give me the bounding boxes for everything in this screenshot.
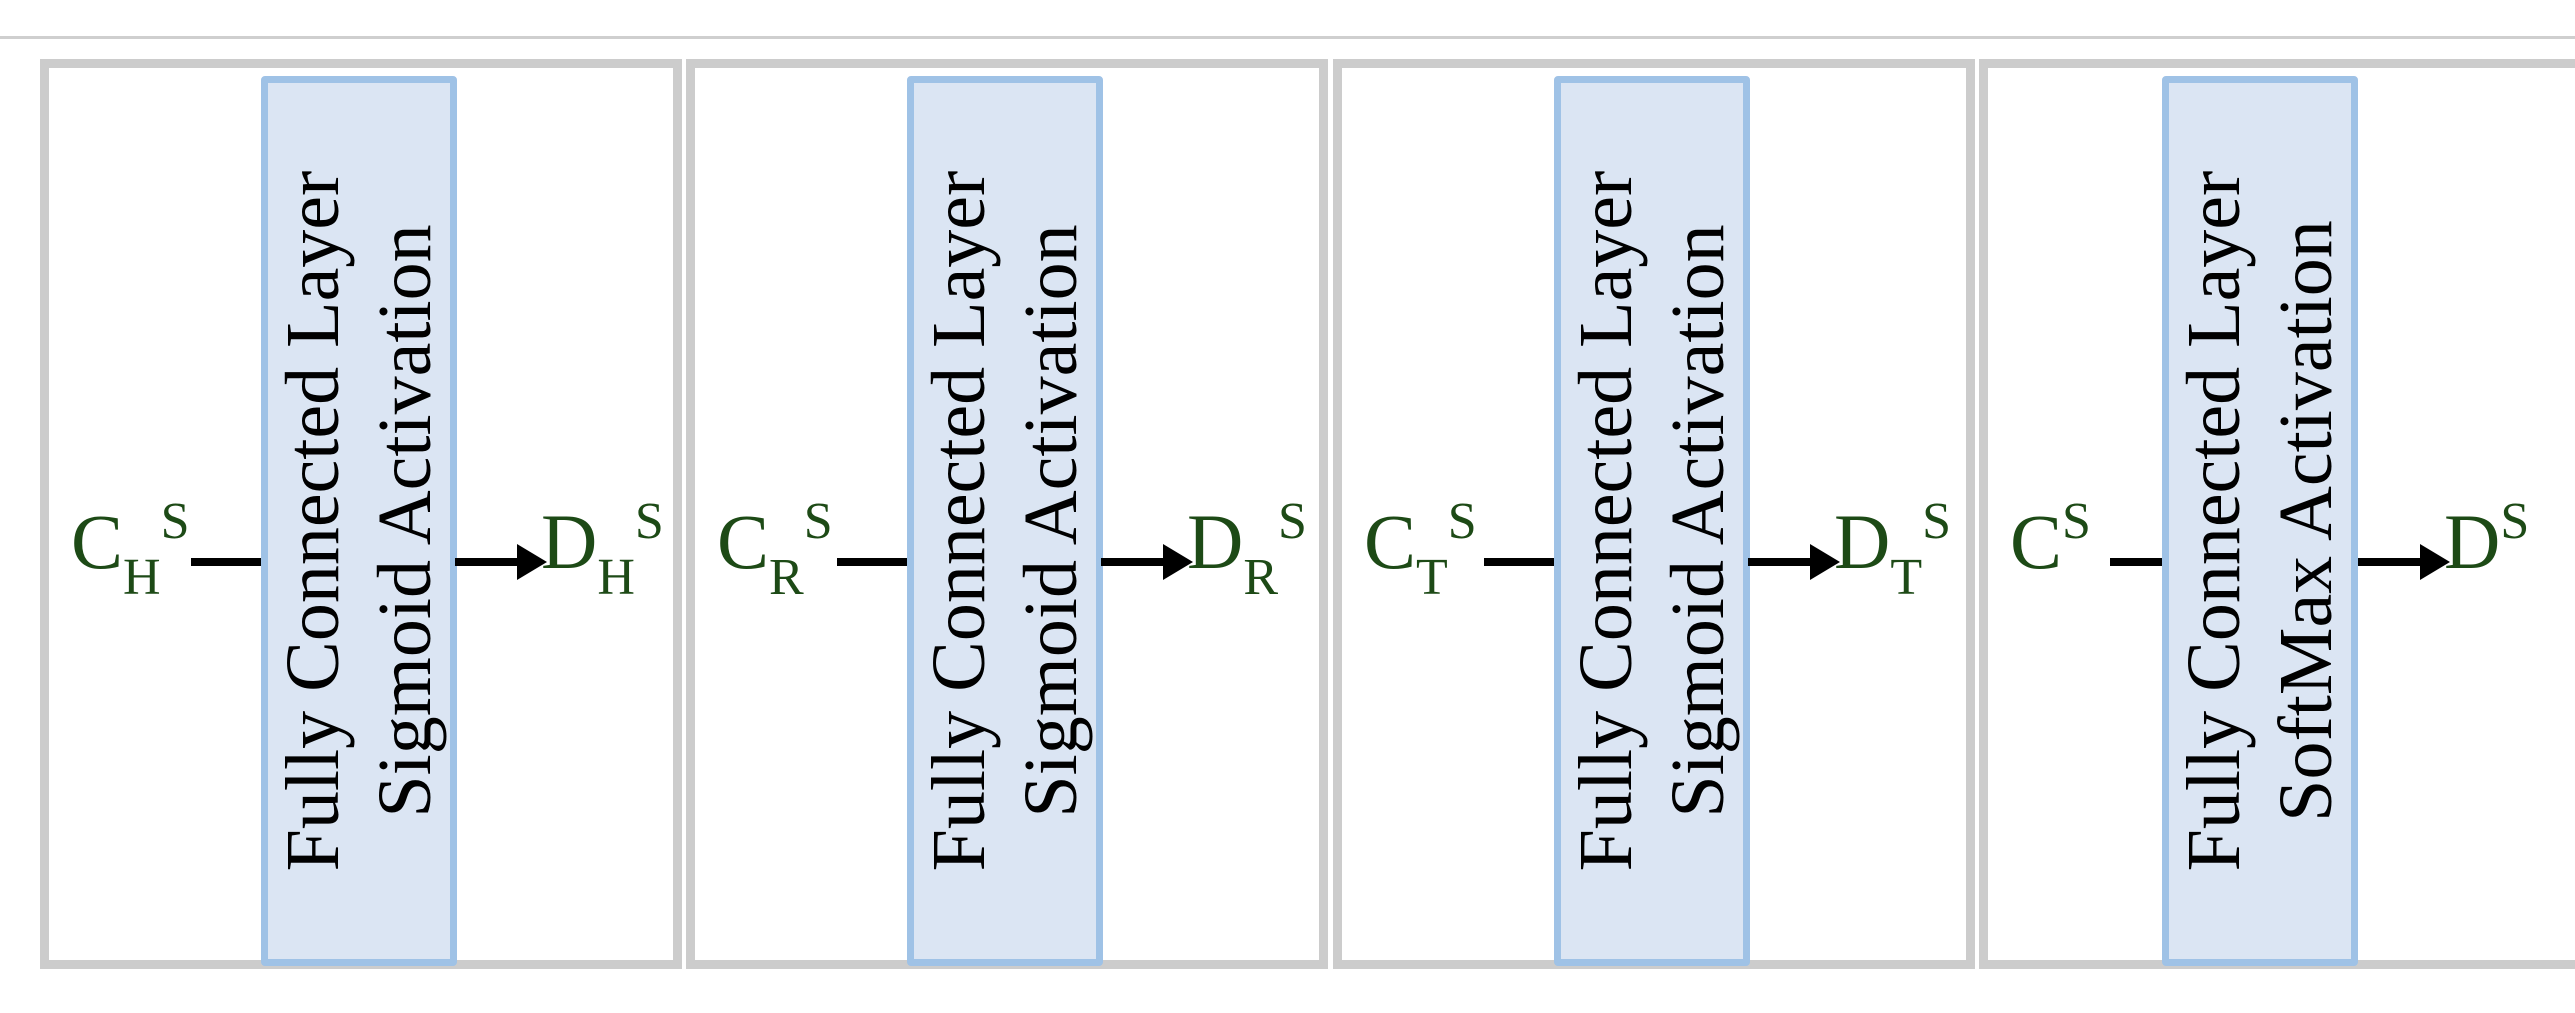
layer-label: Fully Connected Layer (2172, 170, 2256, 872)
fully-connected-layer-box: Fully Connected Layer Sigmoid Activation (1554, 76, 1750, 966)
activation-label: Sigmoid Activation (363, 224, 447, 818)
input-symbol: CRS (717, 493, 833, 606)
layer-label: Fully Connected Layer (917, 170, 1001, 872)
output-symbol: DHS (541, 493, 664, 606)
panel-r: CRS Fully Connected Layer Sigmoid Activa… (686, 59, 1328, 969)
panel-health: CHS Fully Connected Layer Sigmoid Activa… (40, 59, 682, 969)
fully-connected-layer-box: Fully Connected Layer SoftMax Activation (2162, 76, 2358, 966)
output-arrow (2358, 544, 2450, 580)
activation-label: Sigmoid Activation (1009, 224, 1093, 818)
output-arrow (1748, 544, 1840, 580)
panel-t: CTS Fully Connected Layer Sigmoid Activa… (1333, 59, 1975, 969)
output-symbol: DTS (1834, 493, 1952, 606)
output-symbol: DS (2444, 493, 2530, 585)
layer-label: Fully Connected Layer (1564, 170, 1648, 872)
fully-connected-layer-box: Fully Connected Layer Sigmoid Activation (261, 76, 457, 966)
activation-label: Sigmoid Activation (1656, 224, 1740, 818)
input-symbol: CTS (1364, 493, 1477, 606)
top-rule (0, 36, 2575, 39)
activation-label: SoftMax Activation (2264, 220, 2348, 822)
output-symbol: DRS (1187, 493, 1307, 606)
fully-connected-layer-box: Fully Connected Layer Sigmoid Activation (907, 76, 1103, 966)
output-arrow (455, 544, 547, 580)
input-symbol: CHS (71, 493, 190, 606)
output-arrow (1101, 544, 1193, 580)
layer-label: Fully Connected Layer (271, 170, 355, 872)
input-symbol: CS (2010, 493, 2091, 585)
panel-softmax: CS Fully Connected Layer SoftMax Activat… (1979, 59, 2575, 969)
